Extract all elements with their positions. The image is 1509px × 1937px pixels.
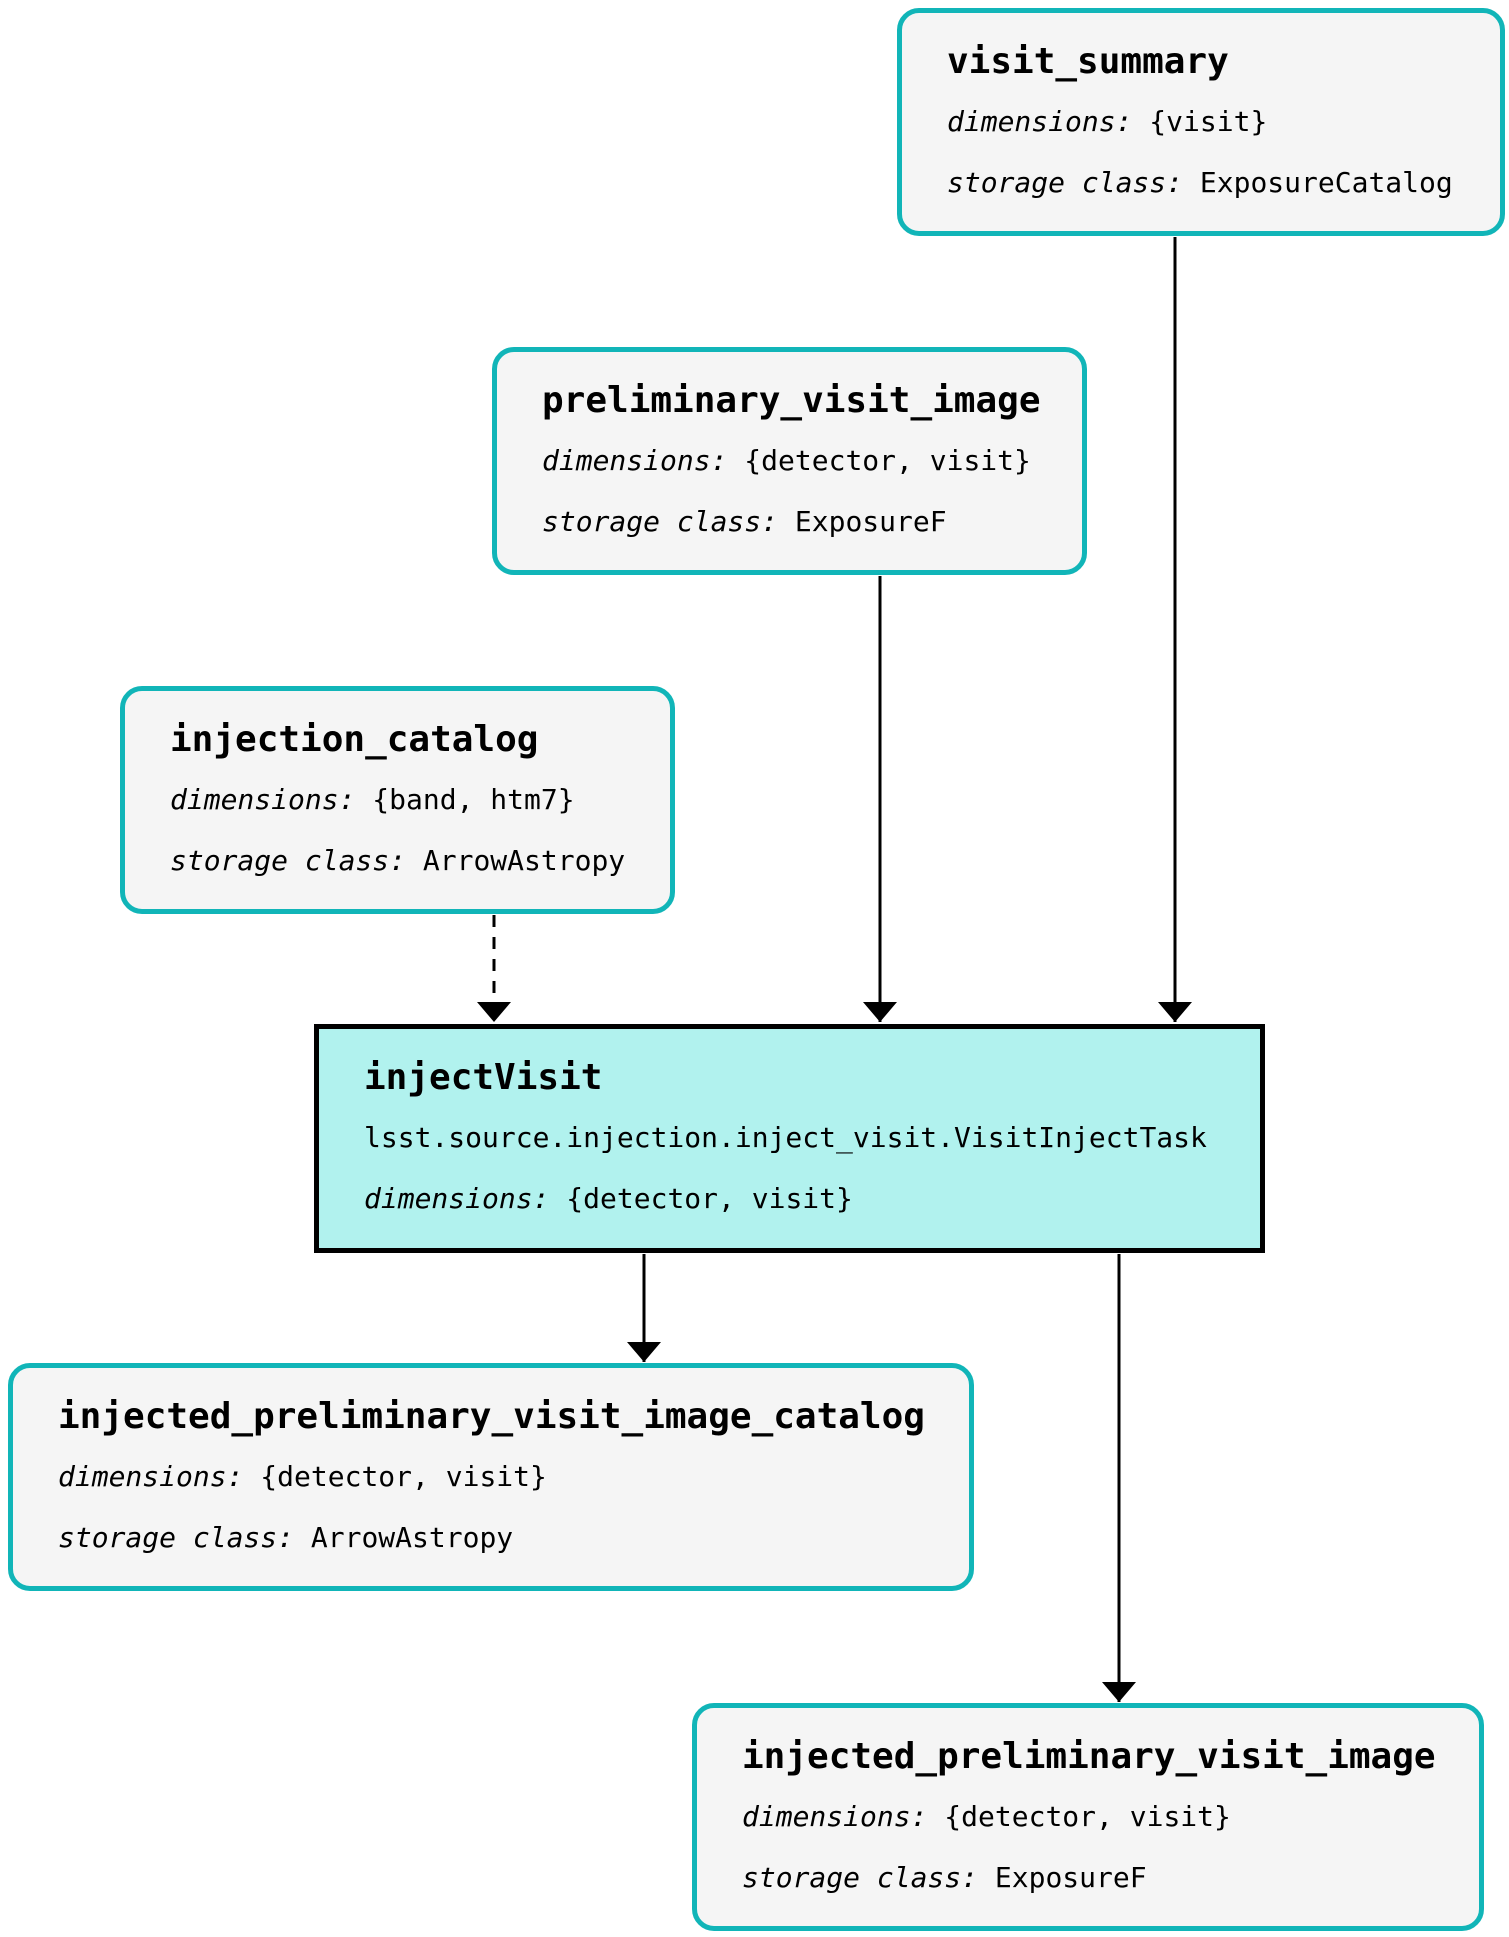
dimensions-value: {detector, visit}: [566, 1182, 853, 1215]
task-node-injectvisit[interactable]: injectVisit lsst.source.injection.inject…: [314, 1024, 1265, 1253]
node-task-class: lsst.source.injection.inject_visit.Visit…: [364, 1121, 1207, 1154]
dimensions-label: dimensions:: [742, 1800, 928, 1833]
node-storage-class: storage class: ExposureF: [742, 1861, 1479, 1895]
storage-class-value: ArrowAstropy: [422, 844, 626, 877]
node-dimensions: dimensions: {band, htm7}: [170, 783, 670, 817]
dimensions-value: {visit}: [1149, 105, 1268, 138]
storage-class-value: ArrowAstropy: [310, 1521, 514, 1554]
node-title: injected_preliminary_visit_image: [742, 1736, 1436, 1777]
dimensions-value: {band, htm7}: [372, 783, 575, 816]
dimensions-label: dimensions:: [170, 783, 356, 816]
node-storage-class: storage class: ArrowAstropy: [58, 1521, 969, 1555]
storage-class-value: ExposureCatalog: [1199, 166, 1453, 199]
storage-class-value: ExposureF: [994, 1861, 1147, 1894]
dimensions-label: dimensions:: [364, 1182, 550, 1215]
node-title: preliminary_visit_image: [542, 380, 1041, 421]
node-storage-class: storage class: ExposureF: [542, 505, 1082, 539]
dataset-node-visit-summary[interactable]: visit_summary dimensions: {visit} storag…: [897, 8, 1505, 236]
node-title: visit_summary: [947, 41, 1229, 82]
storage-class-label: storage class:: [947, 166, 1184, 199]
dimensions-value: {detector, visit}: [744, 444, 1031, 477]
node-dimensions: dimensions: {detector, visit}: [364, 1182, 1260, 1216]
dataset-node-injected-preliminary-visit-image[interactable]: injected_preliminary_visit_image dimensi…: [692, 1703, 1484, 1931]
dimensions-value: {detector, visit}: [944, 1800, 1231, 1833]
dimensions-label: dimensions:: [58, 1460, 244, 1493]
node-dimensions: dimensions: {detector, visit}: [542, 444, 1082, 478]
dimensions-label: dimensions:: [542, 444, 728, 477]
dataset-node-injection-catalog[interactable]: injection_catalog dimensions: {band, htm…: [120, 686, 675, 914]
node-title: injection_catalog: [170, 719, 539, 760]
storage-class-label: storage class:: [542, 505, 779, 538]
node-storage-class: storage class: ArrowAstropy: [170, 844, 670, 878]
node-storage-class: storage class: ExposureCatalog: [947, 166, 1500, 200]
node-title: injected_preliminary_visit_image_catalog: [58, 1396, 925, 1437]
node-dimensions: dimensions: {visit}: [947, 105, 1500, 139]
storage-class-label: storage class:: [170, 844, 407, 877]
storage-class-label: storage class:: [742, 1861, 979, 1894]
node-dimensions: dimensions: {detector, visit}: [742, 1800, 1479, 1834]
node-title: injectVisit: [364, 1057, 603, 1098]
dataset-node-injected-preliminary-visit-image-catalog[interactable]: injected_preliminary_visit_image_catalog…: [8, 1363, 974, 1591]
dimensions-label: dimensions:: [947, 105, 1133, 138]
node-dimensions: dimensions: {detector, visit}: [58, 1460, 969, 1494]
dataset-node-preliminary-visit-image[interactable]: preliminary_visit_image dimensions: {det…: [492, 347, 1087, 575]
dimensions-value: {detector, visit}: [260, 1460, 547, 1493]
storage-class-label: storage class:: [58, 1521, 295, 1554]
storage-class-value: ExposureF: [794, 505, 947, 538]
